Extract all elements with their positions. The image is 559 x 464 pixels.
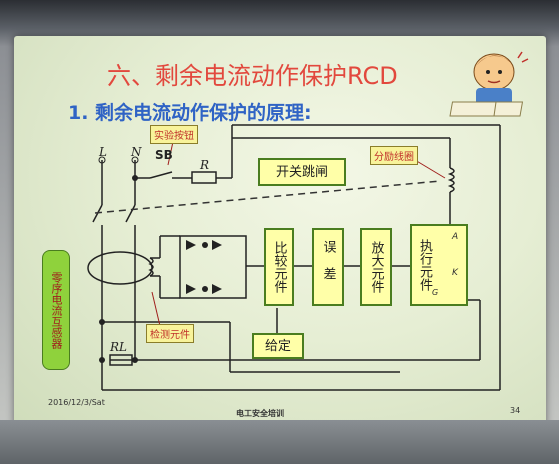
switch-trip-box: 开关跳闸 xyxy=(258,158,346,186)
slide-subtitle: 1. 剩余电流动作保护的原理: xyxy=(68,102,312,124)
callout-shunt-coil: 分励线圈 xyxy=(370,146,418,165)
page-number: 34 xyxy=(510,406,521,415)
error-box: 误差 xyxy=(312,228,344,306)
footer-date: 2016/12/3/Sat xyxy=(48,398,105,407)
actuator-label: 执行元件 xyxy=(417,239,432,291)
setpoint-box: 给定 xyxy=(252,333,304,359)
switch-N xyxy=(125,204,136,223)
label-R: R xyxy=(200,158,210,172)
label-L: L xyxy=(99,145,107,159)
callout-test-button: 实验按钮 xyxy=(150,125,198,144)
resistor-R xyxy=(191,171,217,184)
thyristor-cathode-label: K xyxy=(452,268,458,278)
ct-winding xyxy=(148,257,154,277)
label-RL: RL xyxy=(110,340,128,354)
label-N: N xyxy=(131,145,142,159)
desk-edge xyxy=(0,420,559,464)
mechanical-link xyxy=(94,180,441,214)
label-SB: SB xyxy=(155,148,173,162)
slide-title: 六、剩余电流动作保护RCD xyxy=(107,62,398,90)
thyristor-anode-label: A xyxy=(452,232,459,242)
comparator-box: 比较元件 xyxy=(264,228,294,306)
shunt-coil xyxy=(447,167,455,193)
actuator-box: 执行元件 xyxy=(410,224,468,306)
callout-detector: 检测元件 xyxy=(146,324,194,343)
current-transformer-core xyxy=(87,251,153,285)
ct-label-box: 零序电流互感器 xyxy=(42,250,70,370)
amplifier-box: 放大元件 xyxy=(360,228,392,306)
footer-center: 电工安全培训 xyxy=(236,409,284,418)
thyristor-gate-label: G xyxy=(432,288,439,297)
